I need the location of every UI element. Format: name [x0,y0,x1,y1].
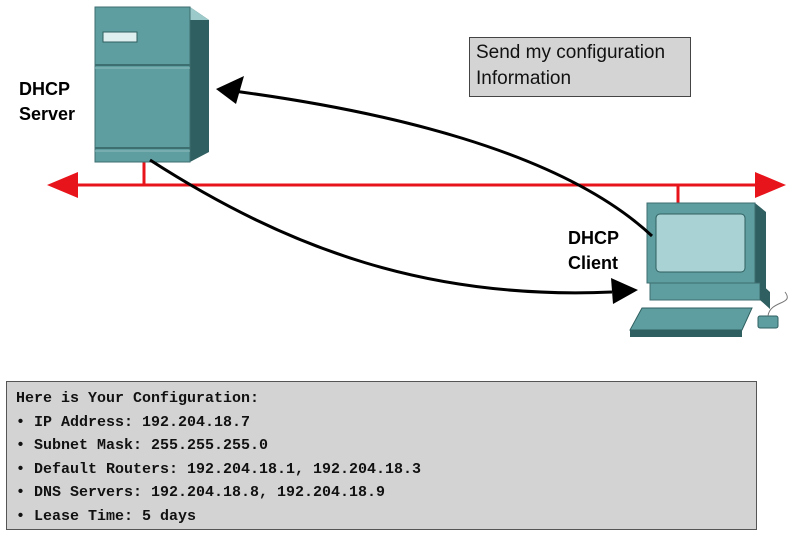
bullet-icon: • [16,460,26,478]
server-icon [94,6,209,163]
configuration-panel: Here is Your Configuration: • IP Address:… [6,381,757,530]
network-right-arrowhead [755,172,786,198]
network-left-arrowhead [47,172,78,198]
bullet-icon: • [16,437,26,455]
response-arrowhead [611,278,638,304]
config-item-text: Default Routers: 192.204.18.1, 192.204.1… [34,460,422,478]
config-item-text: Lease Time: 5 days [34,507,197,525]
callout-line: Information [476,68,572,89]
config-item: • IP Address: 192.204.18.7 [16,411,747,435]
config-item: • Default Routers: 192.204.18.1, 192.204.… [16,458,747,482]
config-item-text: IP Address: 192.204.18.7 [34,413,251,431]
network-segment [47,161,786,205]
bullet-icon: • [16,507,26,525]
bullet-icon: • [16,413,26,431]
config-item-text: DNS Servers: 192.204.18.8, 192.204.18.9 [34,484,386,502]
config-item: • DNS Servers: 192.204.18.8, 192.204.18.9 [16,481,747,505]
request-arrow [216,76,654,238]
config-item: • Lease Time: 5 days [16,505,747,529]
config-item-text: Subnet Mask: 255.255.255.0 [34,437,269,455]
request-arrowhead [216,76,244,104]
config-item: • Subnet Mask: 255.255.255.0 [16,434,747,458]
request-callout: Send my configuration Information [469,37,691,97]
bullet-icon: • [16,484,26,502]
server-label: DHCP Server [19,79,76,124]
workstation-icon [629,202,788,337]
config-title: Here is Your Configuration: [16,390,260,407]
client-label: DHCP Client [568,228,620,273]
callout-line: Send my configuration [476,42,666,63]
response-arrow [149,158,638,304]
